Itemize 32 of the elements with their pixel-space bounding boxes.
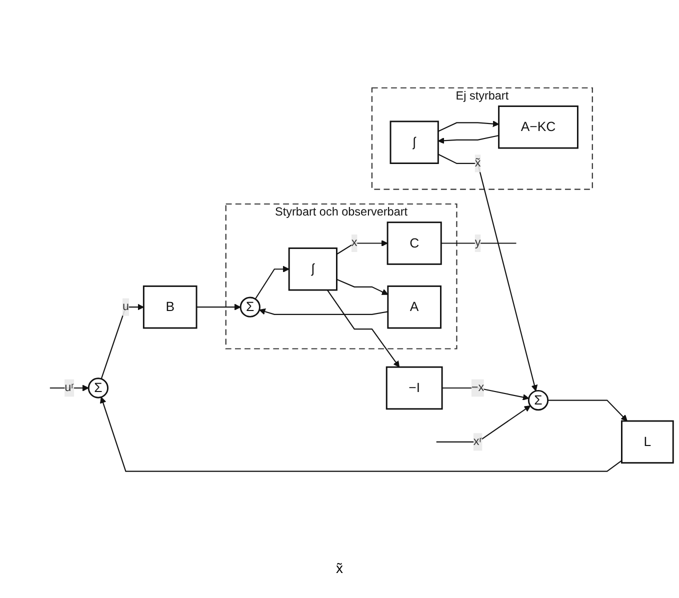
arrow [254,266,290,300]
arrow [336,240,388,256]
connector [441,243,516,244]
edge-label: −x [471,382,484,394]
arrow [100,397,622,472]
edge-label: uʳ [64,382,74,394]
edge-label: xʳ [473,436,482,448]
node-box: B [142,286,198,330]
arrow [326,290,400,368]
arrow [259,308,388,316]
arrow [336,279,388,296]
node-box: A [387,286,442,330]
node-circle: Σ [240,297,260,318]
arrow [438,154,538,392]
edge-label: x [351,237,358,250]
node-circle: Σ [528,390,549,412]
edge-label: x̃ [474,157,481,170]
arrow [196,304,241,311]
edge-label: y [474,237,481,250]
node-circle: Σ [88,378,109,399]
edge-label: u [122,300,129,314]
node-box: A−KC [498,106,578,150]
arrow [442,388,530,401]
node-box: −I [386,366,443,410]
arrow [438,121,500,132]
node-box: L [621,420,674,464]
node-box: C [386,222,442,266]
arrow [100,304,144,380]
arrow [548,400,628,422]
arrow [438,135,499,144]
signal-label: x̃ [336,560,343,576]
arrow [436,406,531,443]
